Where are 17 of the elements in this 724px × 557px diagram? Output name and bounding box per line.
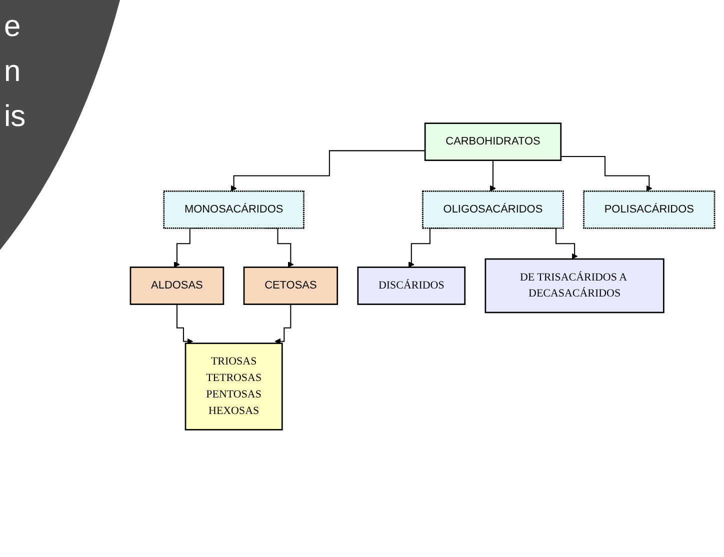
arrow xyxy=(490,160,496,192)
node-box: DISCÁRIDOS xyxy=(357,266,466,305)
node-box: POLISACÁRIDOS xyxy=(583,190,716,229)
node-box: MONOSACÁRIDOS xyxy=(163,190,304,229)
arrow xyxy=(560,156,652,192)
arrow xyxy=(176,304,194,344)
node-box: DE TRISACÁRIDOS A DECASACÁRIDOS xyxy=(484,258,664,314)
node-box: OLIGOSACÁRIDOS xyxy=(422,190,564,229)
label-text: n xyxy=(4,55,21,89)
node-box: CETOSAS xyxy=(243,266,338,305)
label-text: e xyxy=(4,10,21,44)
node-box: ALDOSAS xyxy=(130,266,224,305)
node-box: CARBOHIDRATOS xyxy=(424,122,562,161)
arrow xyxy=(230,150,426,192)
arrow xyxy=(274,304,292,344)
label-text: is xyxy=(4,100,26,134)
node-box: TRIOSAS TETROSAS PENTOSAS HEXOSAS xyxy=(184,342,283,430)
